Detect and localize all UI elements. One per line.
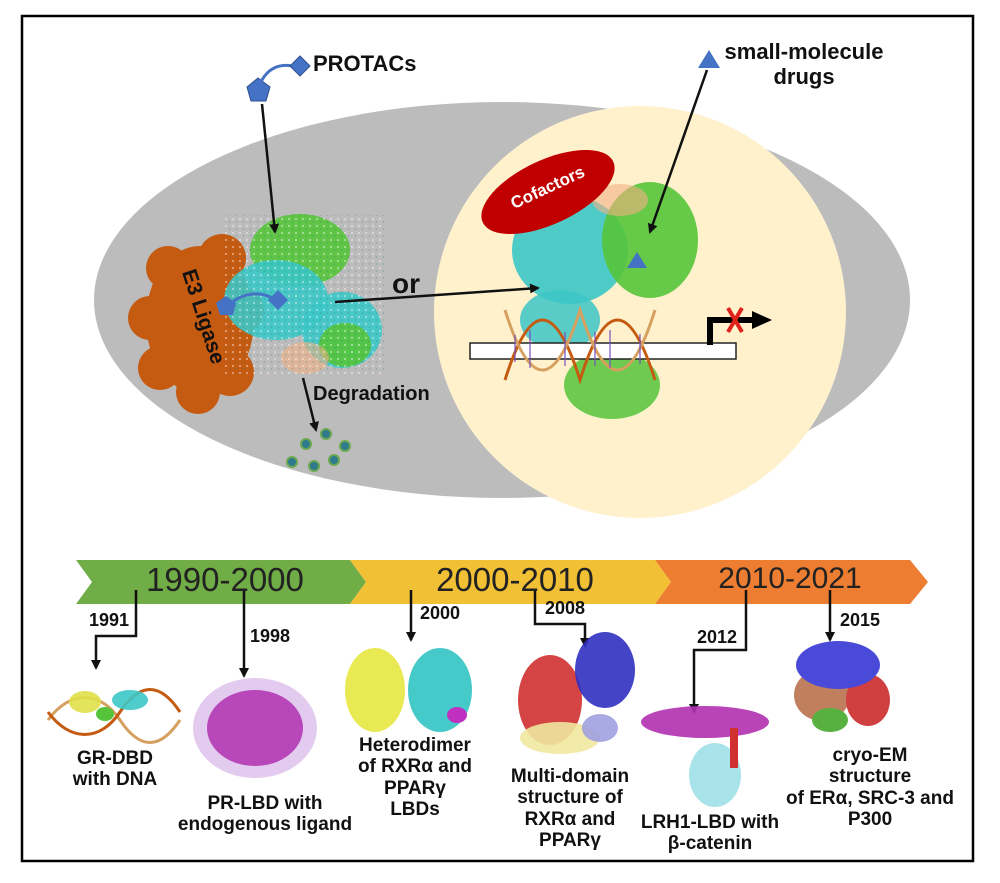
event-caption-1991: GR-DBD with DNA: [72, 748, 158, 791]
event-caption-1998: PR-LBD with endogenous ligand: [177, 793, 353, 836]
nucleus-circle: [434, 106, 846, 518]
event-year-1991: 1991: [89, 610, 130, 630]
bound-protac-icon: [216, 290, 288, 315]
degradation-arrow: [301, 377, 319, 432]
event-caption-2008: Multi-domain structure of RXRα and PPARγ: [510, 766, 630, 851]
era-band-2000-2010: [350, 560, 671, 604]
dna-helix: [503, 304, 657, 386]
era-label-2010-2021: 2010-2021: [718, 562, 862, 595]
event-caption-2015: cryo-EM structure of ERα, SRC-3 and P300: [786, 745, 954, 830]
figure-border: [20, 14, 975, 863]
bound-drug-icon: [627, 252, 647, 268]
structure-lrh1-catenin: [641, 706, 769, 807]
era-band-1990-2000: [76, 560, 366, 604]
era-band-2010-2021: [655, 560, 928, 604]
structure-pr-lbd: [193, 678, 317, 778]
protacs-label: PROTACs: [313, 51, 417, 76]
event-year-2015: 2015: [840, 610, 881, 630]
era-label-1990-2000: 1990-2000: [146, 561, 304, 598]
structure-multi-domain: [518, 632, 635, 754]
structure-rxr-ppar-lbds: [345, 648, 472, 732]
structure-gr-dbd: [46, 688, 182, 744]
or-label: or: [392, 268, 420, 299]
protac-molecule-icon: [246, 55, 311, 102]
event-year-2012: 2012: [697, 627, 738, 647]
event-year-1998: 1998: [250, 626, 291, 646]
structure-cryo-em: [794, 641, 890, 732]
degradation-label: Degradation: [313, 383, 430, 405]
small-molecule-drug-icon: [698, 50, 720, 68]
drug-arrow: [647, 69, 709, 234]
event-year-2008: 2008: [545, 598, 586, 618]
blocked-transcription-arrow: [707, 306, 772, 345]
event-caption-2012: LRH1-LBD with β-catenin: [640, 812, 780, 855]
event-caption-2000: Heterodimer of RXRα and PPARγ LBDs: [357, 735, 473, 820]
small-molecule-drugs-label: small-molecule drugs: [724, 39, 884, 89]
degraded-fragments: [286, 428, 351, 472]
timeline-connectors: [91, 590, 835, 714]
protacs-arrow: [260, 103, 280, 234]
or-arrow: [334, 283, 540, 304]
cofactors-ellipse: [481, 149, 615, 235]
event-year-2000: 2000: [420, 603, 461, 623]
era-label-2000-2010: 2000-2010: [436, 561, 594, 598]
dna-bar: [469, 342, 737, 360]
